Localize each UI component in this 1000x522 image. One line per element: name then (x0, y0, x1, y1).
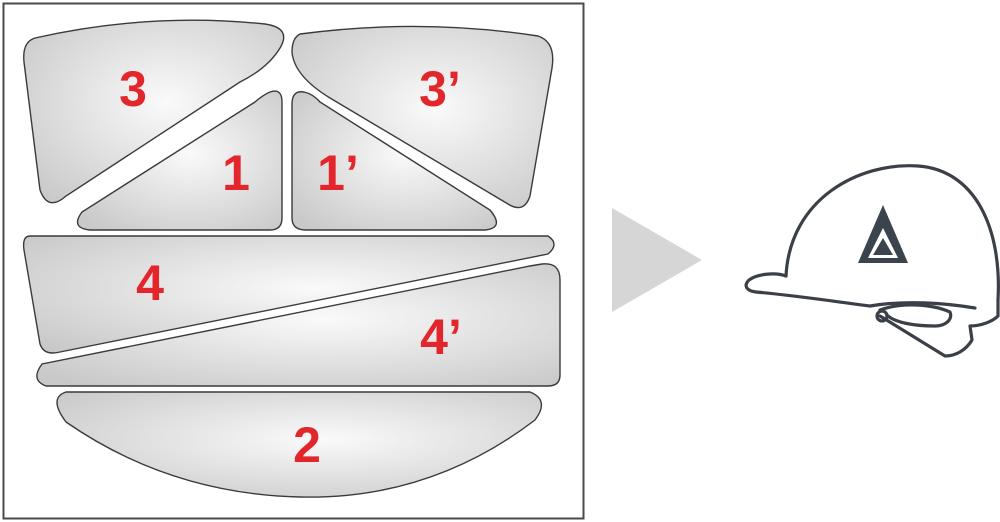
sticker-piece-1 (76, 90, 283, 231)
sticker-piece-4 (22, 235, 555, 354)
sticker-piece-1-prime (291, 91, 498, 231)
piece-label-4: 4 (136, 255, 164, 311)
sticker-piece-2 (56, 391, 543, 498)
sticker-piece-4-prime (36, 263, 561, 387)
piece-label-1-prime: 1’ (317, 145, 359, 201)
piece-label-3-prime: 3’ (419, 61, 461, 117)
sticker-piece-3 (23, 19, 285, 204)
triangle-logo-icon (858, 205, 908, 263)
piece-label-1: 1 (222, 145, 250, 201)
piece-label-4-prime: 4’ (420, 309, 462, 365)
sticker-piece-3-prime (291, 25, 554, 209)
right-triangle-arrow-icon (612, 208, 702, 312)
piece-label-2: 2 (293, 417, 321, 473)
hard-hat-helmet-icon (744, 164, 1000, 358)
piece-label-3: 3 (119, 61, 147, 117)
